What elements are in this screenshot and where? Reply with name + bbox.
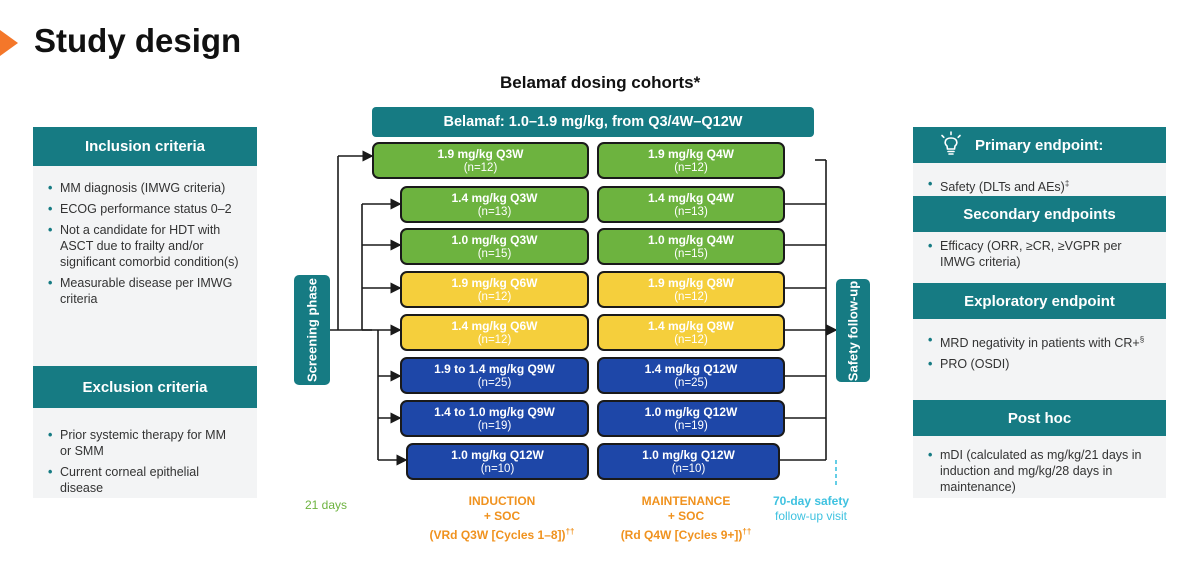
maintenance-cohort-2: 1.4 mg/kg Q4W(n=13) [597,186,785,223]
lightbulb-icon [941,131,961,155]
list-item: ECOG performance status 0–2 [46,201,251,217]
induction-cohort-8: 1.0 mg/kg Q12W(n=10) [406,443,589,480]
inclusion-header: Inclusion criteria [33,127,257,166]
exclusion-list: Prior systemic therapy for MM or SMM Cur… [46,427,226,501]
safety-visit-label: 70-day safety follow-up visit [772,494,850,523]
list-item: Not a candidate for HDT with ASCT due to… [46,222,251,270]
secondary-endpoints-list: Efficacy (ORR, ≥CR, ≥VGPR per IMWG crite… [926,238,1151,275]
diagram-subtitle: Belamaf dosing cohorts* [500,73,701,92]
induction-cohort-1: 1.9 mg/kg Q3W(n=12) [372,142,589,179]
post-hoc-header: Post hoc [913,400,1166,436]
induction-cohort-7: 1.4 to 1.0 mg/kg Q9W(n=19) [400,400,589,437]
screening-duration: 21 days [305,498,348,512]
maintenance-cohort-7: 1.0 mg/kg Q12W(n=19) [597,400,785,437]
induction-cohort-5: 1.4 mg/kg Q6W(n=12) [400,314,589,351]
secondary-endpoints-header: Secondary endpoints [913,196,1166,232]
list-item: MRD negativity in patients with CR+§ [926,332,1151,351]
induction-cohort-6: 1.9 to 1.4 mg/kg Q9W(n=25) [400,357,589,394]
screening-phase-label: Screening phase [294,275,330,385]
maintenance-cohort-6: 1.4 mg/kg Q12W(n=25) [597,357,785,394]
maintenance-phase-label: MAINTENANCE + SOC (Rd Q4W [Cycles 9+])†† [620,494,752,542]
list-item: Current corneal epithelial disease [46,464,226,496]
page-title: Study design [34,22,242,59]
induction-cohort-4: 1.9 mg/kg Q6W(n=12) [400,271,589,308]
safety-follow-up-label: Safety follow-up [836,279,870,382]
maintenance-cohort-3: 1.0 mg/kg Q4W(n=15) [597,228,785,265]
induction-cohort-3: 1.0 mg/kg Q3W(n=15) [400,228,589,265]
inclusion-list: MM diagnosis (IMWG criteria) ECOG perfor… [46,180,251,312]
primary-endpoint-list: Safety (DLTs and AEs)‡ [926,176,1161,200]
maintenance-cohort-1: 1.9 mg/kg Q4W(n=12) [597,142,785,179]
exclusion-header: Exclusion criteria [33,366,257,408]
list-item: MM diagnosis (IMWG criteria) [46,180,251,196]
maintenance-cohort-5: 1.4 mg/kg Q8W(n=12) [597,314,785,351]
accent-arrow-icon [0,30,18,56]
primary-endpoint-header: Primary endpoint: [913,127,1166,163]
exploratory-endpoint-list: MRD negativity in patients with CR+§ PRO… [926,332,1151,377]
list-item: mDI (calculated as mg/kg/21 days in indu… [926,447,1151,495]
exploratory-endpoint-header: Exploratory endpoint [913,283,1166,319]
list-item: Prior systemic therapy for MM or SMM [46,427,226,459]
list-item: PRO (OSDI) [926,356,1151,372]
induction-phase-label: INDUCTION + SOC (VRd Q3W [Cycles 1–8])†† [429,494,575,542]
post-hoc-list: mDI (calculated as mg/kg/21 days in indu… [926,447,1151,500]
list-item: Efficacy (ORR, ≥CR, ≥VGPR per IMWG crite… [926,238,1151,270]
list-item: Measurable disease per IMWG criteria [46,275,251,307]
maintenance-cohort-8: 1.0 mg/kg Q12W(n=10) [597,443,780,480]
maintenance-cohort-4: 1.9 mg/kg Q8W(n=12) [597,271,785,308]
induction-cohort-2: 1.4 mg/kg Q3W(n=13) [400,186,589,223]
list-item: Safety (DLTs and AEs)‡ [926,176,1161,195]
dose-range-banner: Belamaf: 1.0–1.9 mg/kg, from Q3/4W–Q12W [372,107,814,137]
